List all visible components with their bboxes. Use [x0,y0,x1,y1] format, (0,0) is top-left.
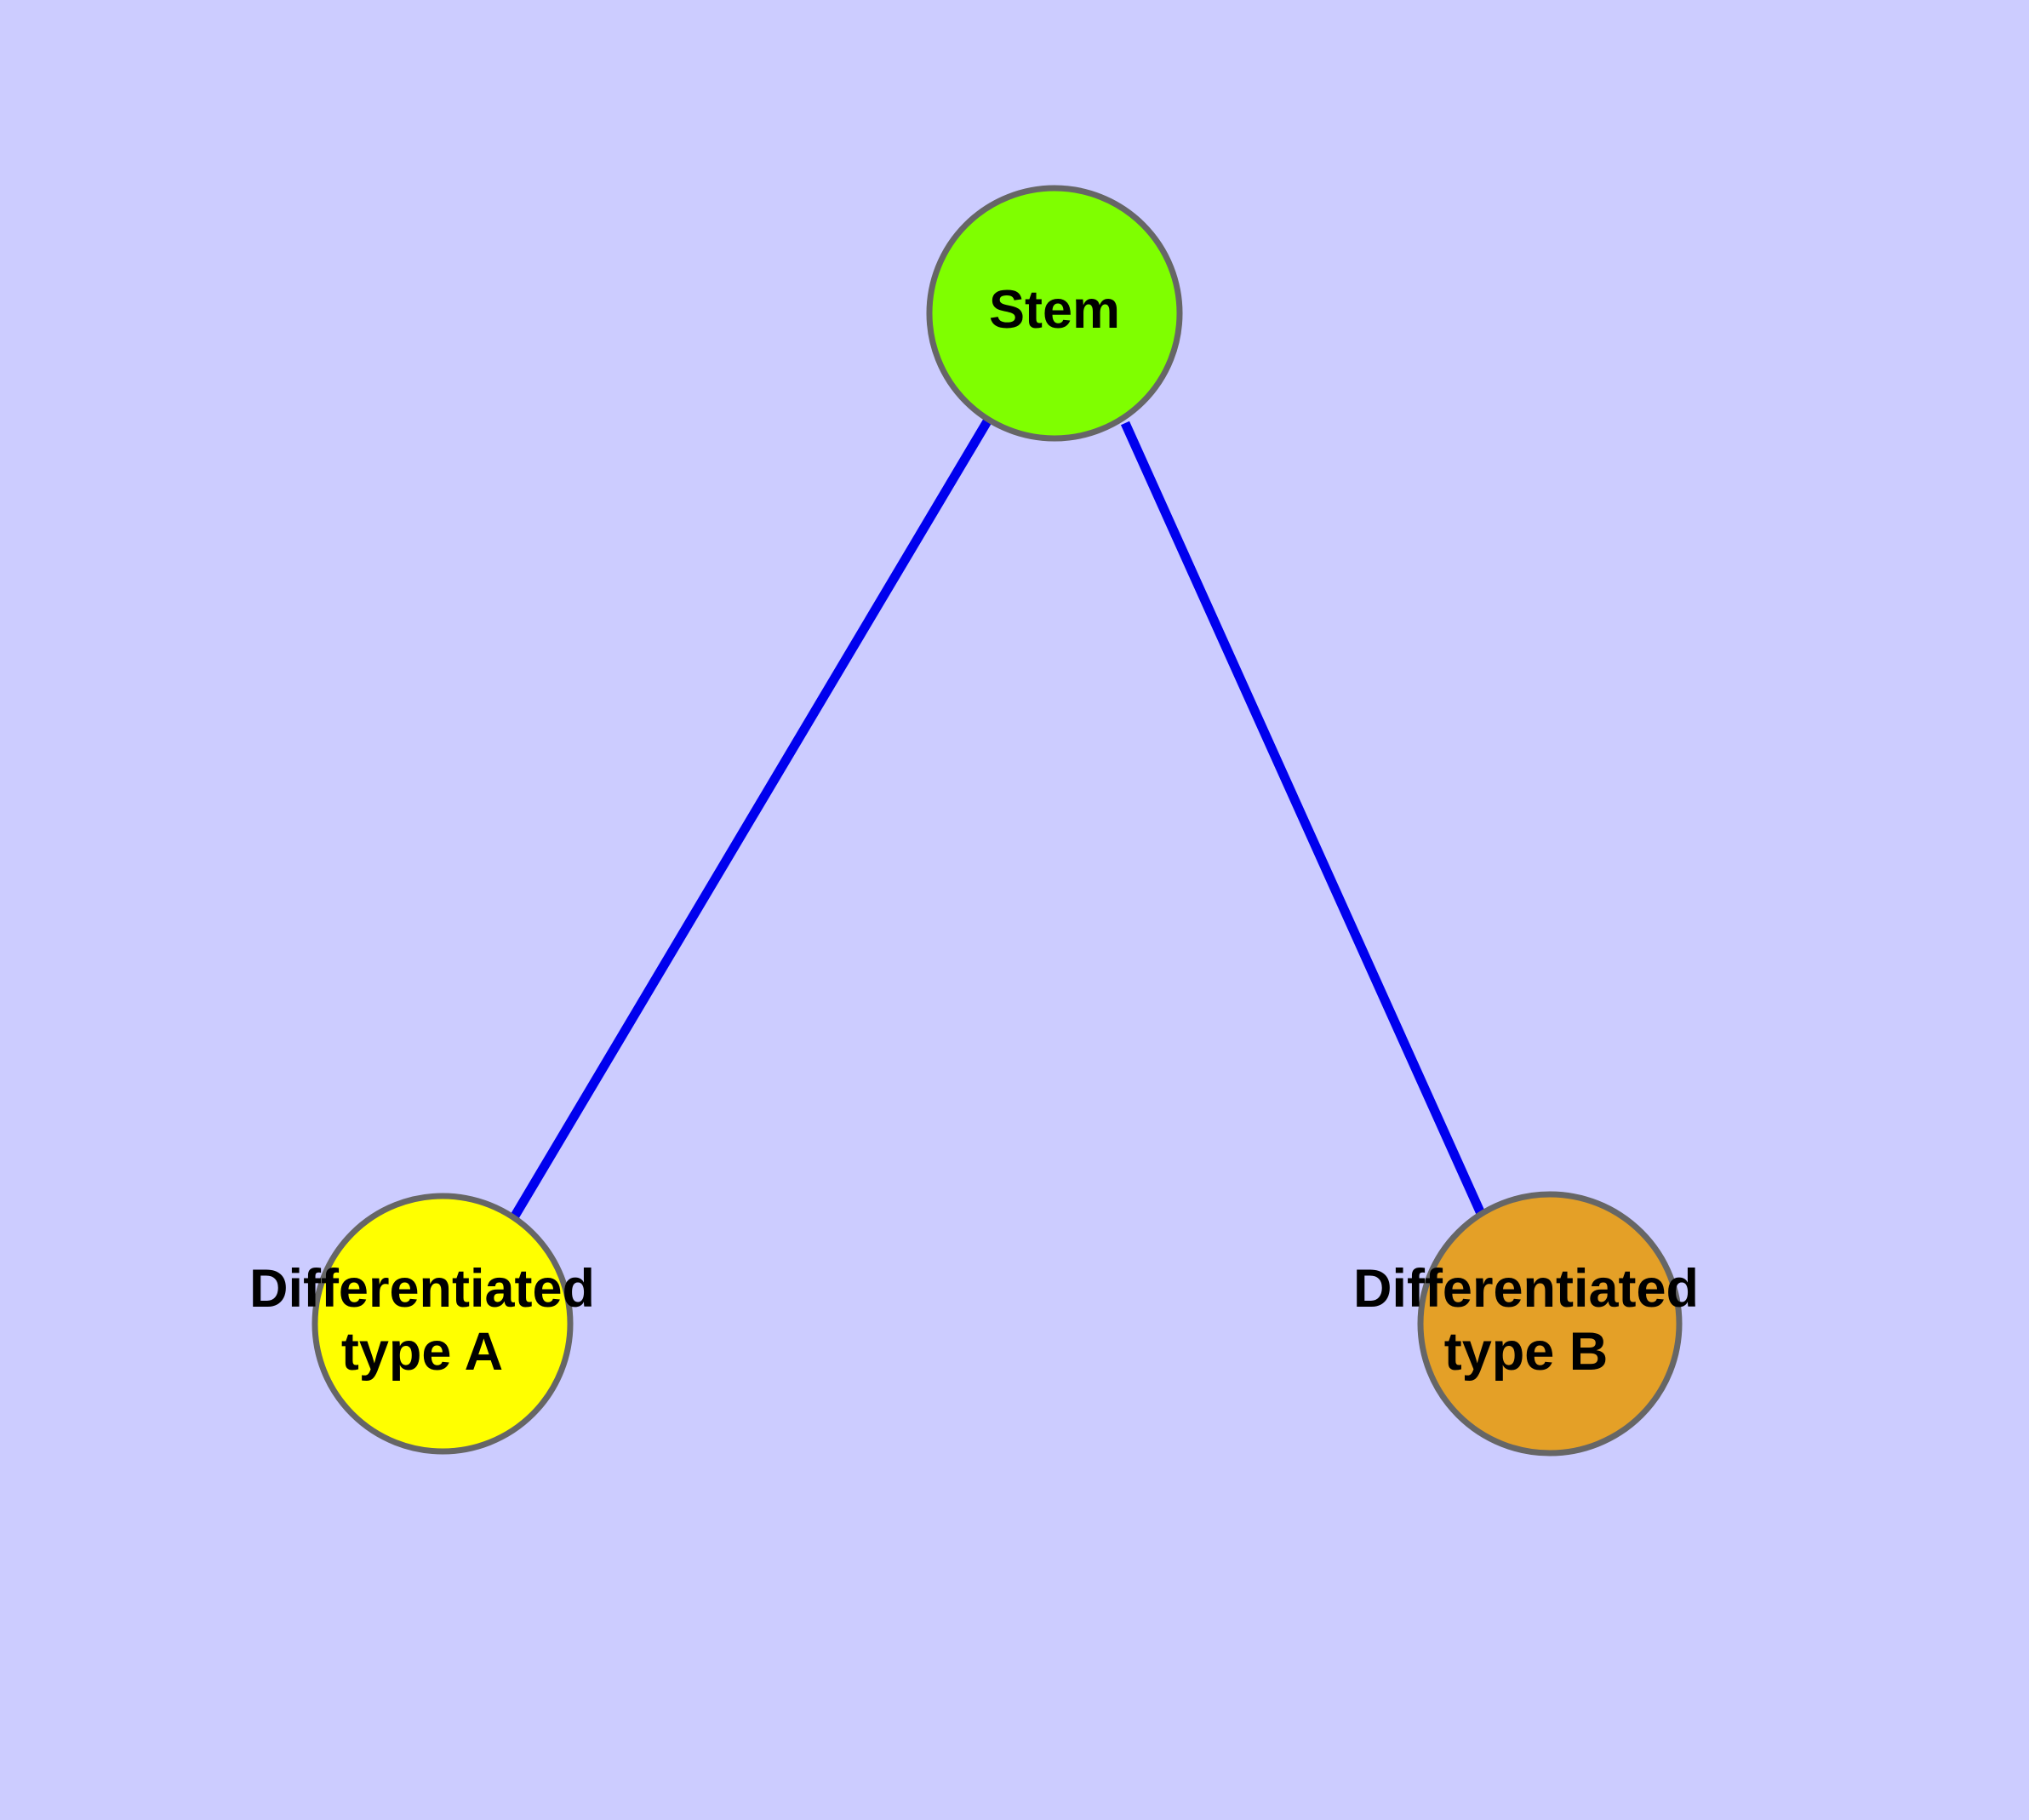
graph-node-label-line: type B [1444,1322,1609,1382]
graph-node-label-line: type A [341,1322,503,1382]
edges-layer [510,419,1488,1220]
graph-node-label-line: Differentiated [1353,1258,1699,1318]
graph-edge-stem-to-diff-b[interactable] [1120,421,1488,1220]
graph-node-label-stem: Stem [989,280,1120,340]
graph-node-diff_b[interactable] [1417,1191,1683,1457]
graph-node-diff_a[interactable] [311,1193,574,1455]
graph-node-label-line: Stem [989,280,1120,340]
graph-node-stem[interactable] [926,185,1183,442]
nodes-layer [311,185,1683,1457]
graph-node-label-line: Differentiated [249,1258,595,1318]
graph-edge-stem-to-diff-a[interactable] [510,419,992,1220]
